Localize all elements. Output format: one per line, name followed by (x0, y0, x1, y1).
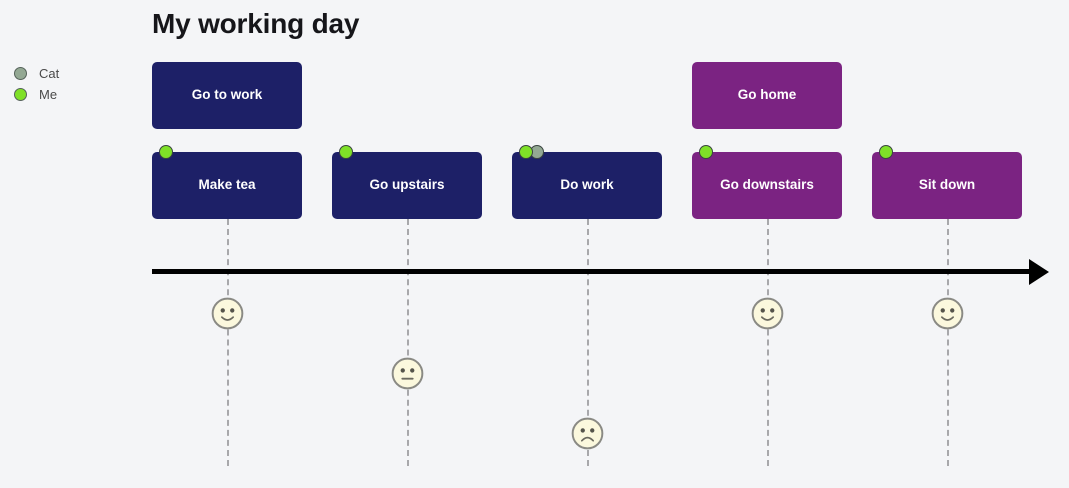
task-box-label: Make tea (198, 177, 256, 193)
legend-swatch-icon (14, 67, 27, 80)
connector-line (587, 219, 589, 466)
mood-face-happy-icon (751, 297, 784, 330)
legend-item-me[interactable]: Me (14, 84, 134, 105)
connector-line (767, 219, 769, 466)
task-box-go-to-work[interactable]: Go to work (152, 62, 302, 129)
task-box-do-work[interactable]: Do work (512, 145, 662, 219)
actor-dot-me (699, 145, 713, 159)
legend-swatch-icon (14, 88, 27, 101)
task-box-go-downstairs[interactable]: Go downstairs (692, 145, 842, 219)
task-box-go-upstairs[interactable]: Go upstairs (332, 145, 482, 219)
task-box-label: Go upstairs (369, 177, 445, 193)
connector-line (227, 219, 229, 466)
legend-item-cat[interactable]: Cat (14, 63, 134, 84)
task-box-go-home[interactable]: Go home (692, 62, 842, 129)
timeline-arrow-icon (1029, 259, 1049, 285)
connector-line (947, 219, 949, 466)
actor-dot-me (159, 145, 173, 159)
connector-line (407, 219, 409, 466)
mood-face-happy-icon (931, 297, 964, 330)
task-box-label: Do work (560, 177, 614, 193)
timeline-axis (152, 269, 1032, 274)
task-box-label: Go downstairs (720, 177, 814, 193)
mood-face-sad-icon (571, 417, 604, 450)
task-box-label: Sit down (918, 177, 976, 193)
actor-dot-me (519, 145, 533, 159)
task-box-label: Go to work (191, 87, 263, 103)
page-title: My working day (152, 8, 360, 39)
mood-face-neutral-icon (391, 357, 424, 390)
mood-face-happy-icon (211, 297, 244, 330)
actor-dot-me (879, 145, 893, 159)
legend-item-label: Me (39, 87, 58, 102)
task-box-label: Go home (737, 87, 797, 103)
legend-item-label: Cat (39, 66, 60, 81)
task-box-make-tea[interactable]: Make tea (152, 145, 302, 219)
actor-dot-me (339, 145, 353, 159)
task-box-sit-down[interactable]: Sit down (872, 145, 1022, 219)
